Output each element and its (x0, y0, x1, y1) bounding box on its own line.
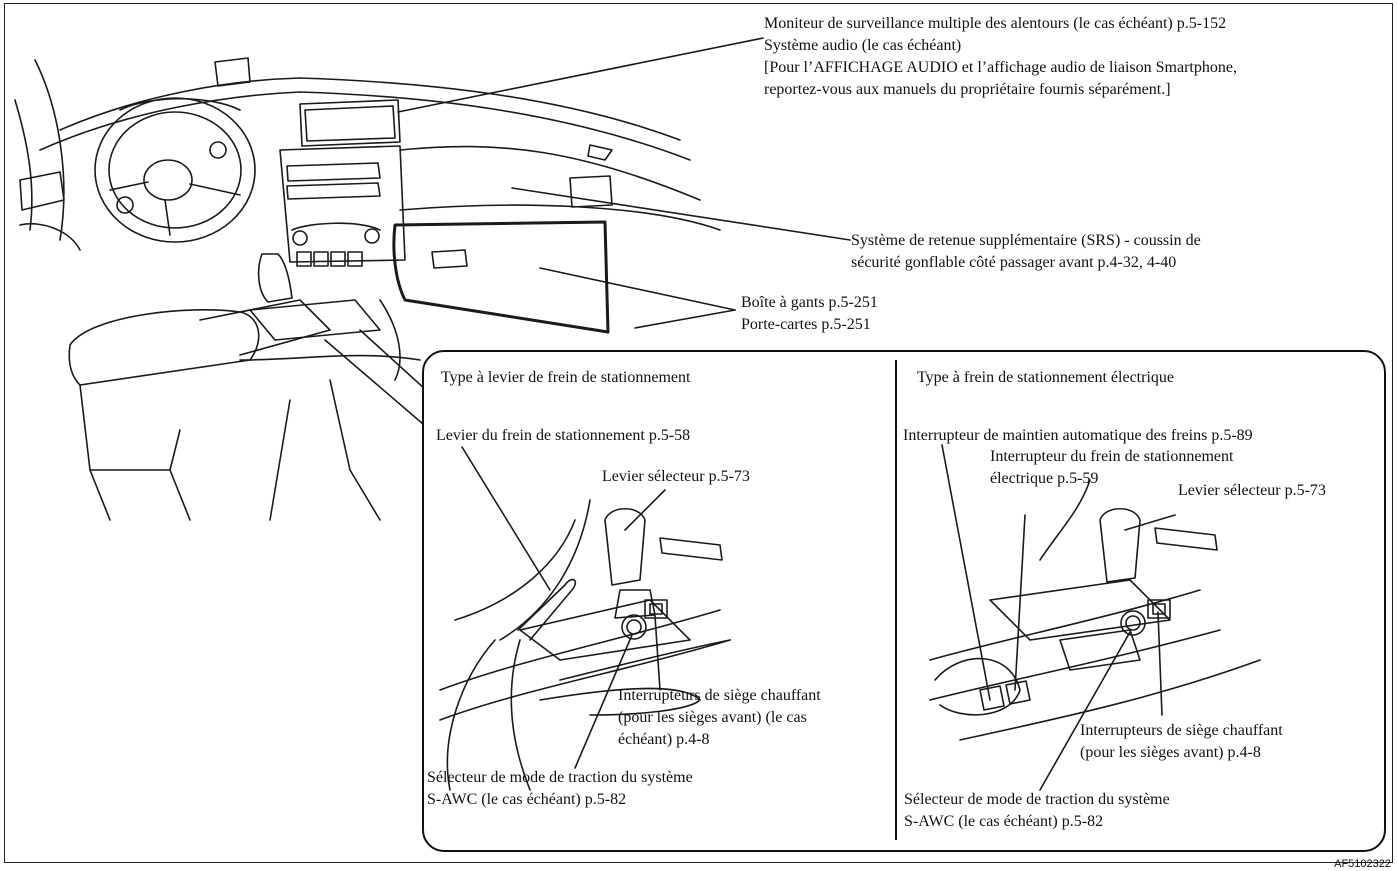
left-heated-3: échéant) p.4-8 (618, 731, 710, 748)
right-awc-dial (1120, 610, 1146, 636)
left-panel-heading: Type à levier de frein de stationnement (441, 369, 691, 386)
monitor-text: Moniteur de surveillance multiple des al… (764, 15, 1227, 32)
left-sawc-1: Sélecteur de mode de traction du système (427, 769, 693, 786)
armrest (68, 309, 260, 386)
srs-text-1: Système de retenue supplémentaire (SRS) … (851, 232, 1201, 249)
monitor-callout: Moniteur de surveillance multiple des al… (764, 13, 1237, 101)
srs-callout: Système de retenue supplémentaire (SRS) … (851, 230, 1201, 274)
epb-switch (979, 685, 1005, 711)
left-selector-knob (604, 507, 646, 586)
glove-box (392, 220, 610, 334)
steering-wheel (94, 97, 256, 243)
right-selector-knob (1099, 507, 1141, 583)
right-sawc-1: Sélecteur de mode de traction du système (904, 791, 1170, 808)
glovebox-callout: Boîte à gants p.5-251 Porte-cartes p.5-2… (741, 292, 878, 336)
right-panel-heading: Type à frein de stationnement électrique (917, 369, 1174, 386)
audio-note-1: [Pour l’AFFICHAGE AUDIO et l’affichage a… (764, 59, 1237, 76)
left-sawc-2: S-AWC (le cas échéant) p.5-82 (427, 791, 627, 808)
right-sawc-callout: Sélecteur de mode de traction du système… (904, 789, 1170, 833)
auto-hold-label: Interrupteur de maintien automatique des… (903, 427, 1253, 444)
right-heated-1: Interrupteurs de siège chauffant (1080, 722, 1283, 739)
epb-text-1: Interrupteur du frein de stationnement (990, 448, 1234, 465)
right-selector-label: Levier sélecteur p.5-73 (1178, 482, 1326, 499)
left-parking-lever (517, 578, 577, 641)
epb-callout: Interrupteur du frein de stationnement é… (990, 446, 1233, 490)
figure-frame (4, 3, 1393, 863)
shift-lever (257, 253, 293, 303)
inset-divider (895, 360, 897, 840)
right-heated-callout: Interrupteurs de siège chauffant (pour l… (1080, 720, 1283, 764)
left-heated-1: Interrupteurs de siège chauffant (618, 687, 821, 704)
right-sawc-2: S-AWC (le cas échéant) p.5-82 (904, 813, 1104, 830)
left-selector-label: Levier sélecteur p.5-73 (602, 468, 750, 485)
audio-text: Système audio (le cas échéant) (764, 37, 962, 54)
parking-lever-label: Levier du frein de stationnement p.5-58 (436, 427, 691, 444)
left-heated-2: (pour les sièges avant) (le cas (618, 709, 807, 726)
audio-note-2: reportez-vous aux manuels du propriétair… (764, 81, 1171, 98)
cardholder-text: Porte-cartes p.5-251 (741, 316, 871, 333)
right-heated-2: (pour les sièges avant) p.4-8 (1080, 744, 1261, 761)
center-display (299, 99, 401, 147)
left-heated-callout: Interrupteurs de siège chauffant (pour l… (618, 685, 821, 751)
figure-code: AF5102322 (1334, 858, 1391, 870)
left-sawc-callout: Sélecteur de mode de traction du système… (427, 767, 693, 811)
srs-text-2: sécurité gonflable côté passager avant p… (851, 254, 1177, 271)
epb-text-2: électrique p.5-59 (990, 470, 1099, 487)
left-awc-dial (621, 614, 647, 640)
parking-brake-inset (422, 350, 1386, 852)
glovebox-text: Boîte à gants p.5-251 (741, 294, 878, 311)
